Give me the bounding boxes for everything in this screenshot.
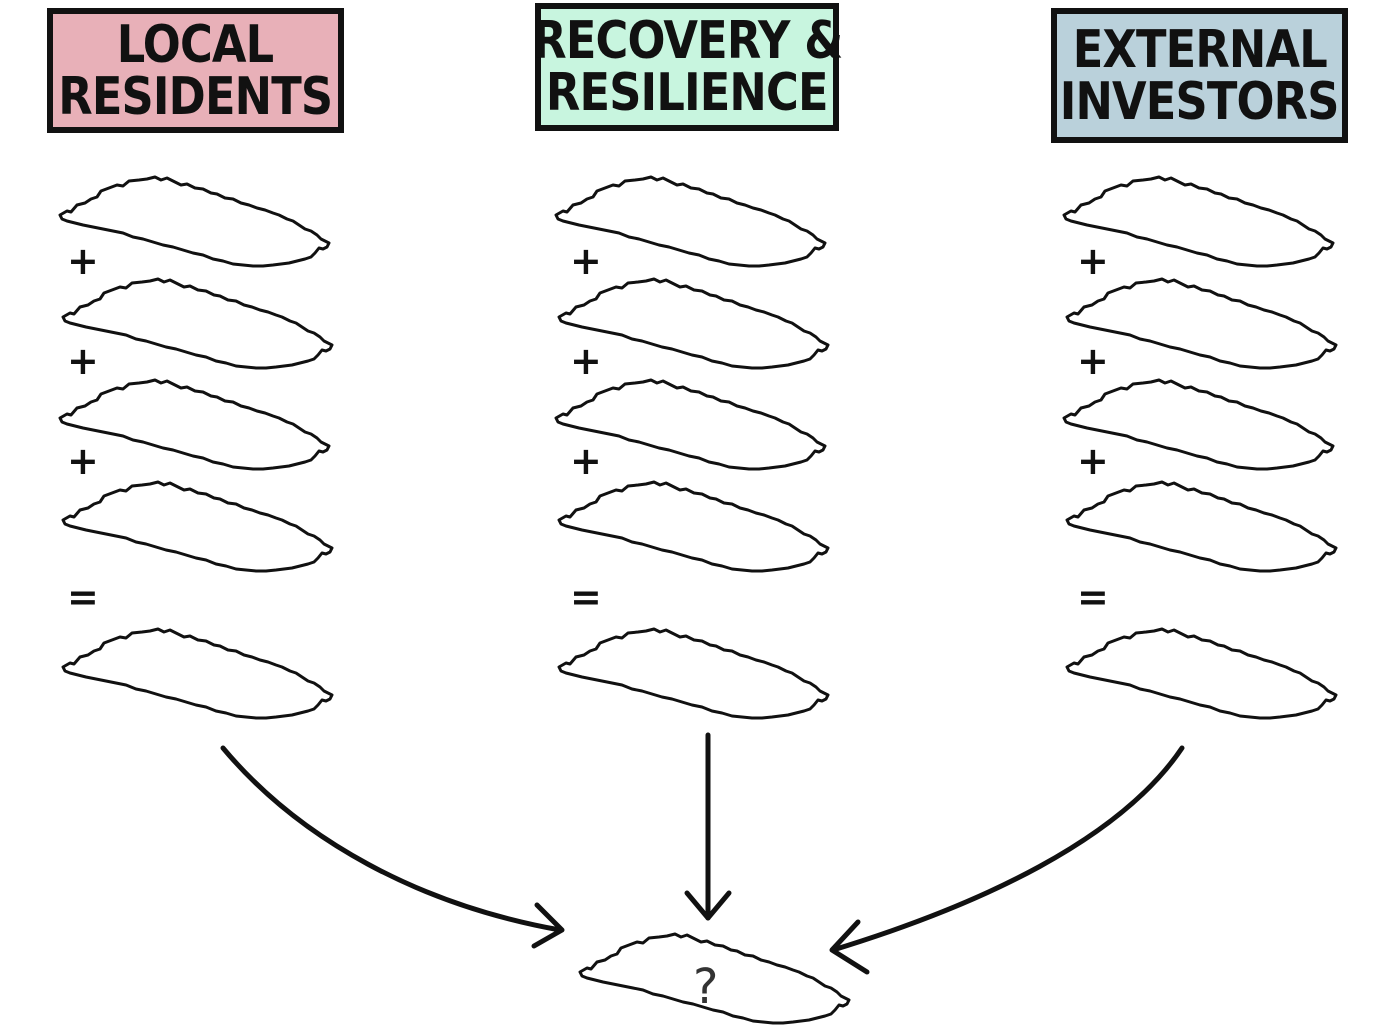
- plus-sign: +: [570, 339, 602, 383]
- arrow-left-head: [531, 902, 565, 949]
- plus-sign: +: [1077, 339, 1109, 383]
- plus-sign: +: [570, 239, 602, 283]
- blank-blob-total: [61, 627, 334, 720]
- blank-blob: [557, 480, 830, 573]
- equals-sign: =: [1077, 575, 1109, 619]
- header-local-residents-line2: RESIDENTS: [58, 66, 334, 127]
- header-recovery-resilience: RECOVERY & RESILIENCE: [531, 3, 843, 131]
- plus-sign: +: [67, 239, 99, 283]
- blank-blob: [58, 175, 331, 268]
- plus-sign: +: [1077, 439, 1109, 483]
- arrow-center-head: [684, 890, 732, 921]
- header-external-investors-line1: EXTERNAL: [1072, 19, 1327, 80]
- plus-sign: +: [67, 439, 99, 483]
- header-external-investors-line2: INVESTORS: [1060, 71, 1340, 132]
- arrow-left-to-result: [220, 745, 563, 933]
- header-recovery-resilience-line1: RECOVERY &: [531, 11, 843, 71]
- blank-blob: [1065, 480, 1338, 573]
- equals-sign: =: [570, 575, 602, 619]
- plus-sign: +: [1077, 239, 1109, 283]
- equals-sign: =: [67, 575, 99, 619]
- header-local-residents: LOCAL RESIDENTS: [47, 8, 344, 133]
- blank-blob: [61, 480, 334, 573]
- blank-blob-total: [1065, 627, 1338, 720]
- header-external-investors: EXTERNAL INVESTORS: [1051, 8, 1348, 143]
- blank-blob: [61, 277, 334, 370]
- result: ?: [578, 932, 851, 1025]
- header-recovery-resilience-line2: RESILIENCE: [546, 63, 829, 123]
- column-recovery-resilience: + + + =: [554, 175, 830, 720]
- column-external-investors: + + + =: [1062, 175, 1338, 720]
- header-local-residents-line1: LOCAL: [117, 14, 274, 75]
- arrow-right-head: [829, 919, 870, 975]
- column-local-residents: + + + =: [58, 175, 334, 720]
- arrow-right-to-result: [830, 745, 1185, 953]
- plus-sign: +: [67, 339, 99, 383]
- blank-blob-total: [557, 627, 830, 720]
- question-mark: ?: [693, 959, 718, 1015]
- plus-sign: +: [570, 439, 602, 483]
- blank-blob: [58, 378, 331, 471]
